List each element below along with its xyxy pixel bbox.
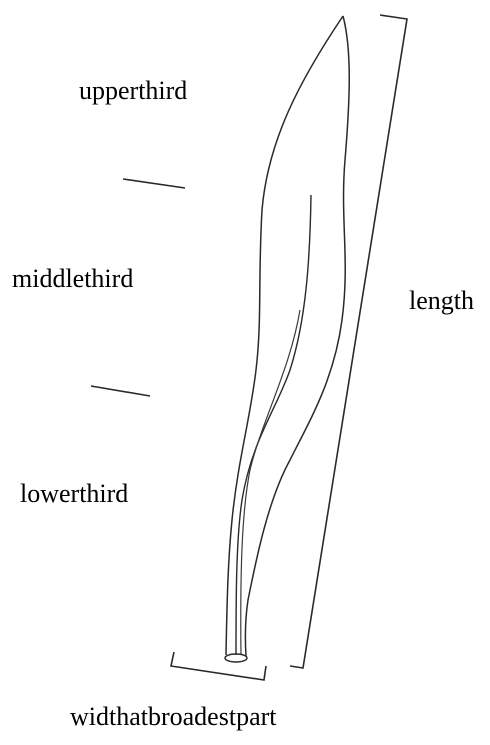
width-bracket — [171, 652, 266, 680]
leaf-inner-vein — [241, 310, 300, 655]
upper-middle-divider — [123, 179, 185, 188]
middle-lower-divider — [91, 386, 150, 396]
leaf-right-edge — [245, 16, 349, 656]
length-label: length — [409, 288, 474, 314]
upper-third-label: upperthird — [79, 78, 187, 104]
lower-third-label: lowerthird — [20, 481, 128, 507]
leaf-base — [225, 654, 247, 662]
width-label: widthatbroadestpart — [70, 704, 277, 730]
leaf-left-edge — [226, 16, 343, 655]
middle-third-label: middlethird — [12, 266, 133, 292]
